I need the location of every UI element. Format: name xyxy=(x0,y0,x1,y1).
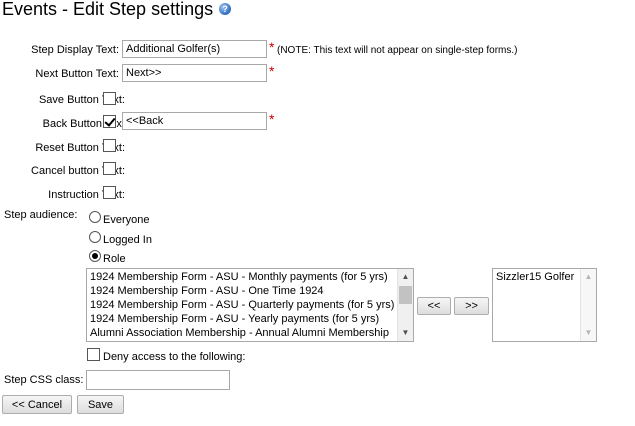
audience-radio-everyone[interactable] xyxy=(89,211,101,223)
cancel-button-text-checkbox[interactable] xyxy=(103,162,116,175)
back-button-text-checkbox[interactable] xyxy=(103,115,116,128)
move-right-button[interactable]: >> xyxy=(454,297,489,315)
next-button-text-label: Next Button Text: xyxy=(35,68,119,80)
list-item[interactable]: Alumni Association Membership - Annual A… xyxy=(90,327,389,339)
step-display-text-label: Step Display Text: xyxy=(31,44,119,56)
reset-button-text-label: Reset Button Text: xyxy=(35,142,125,154)
scroll-down-icon[interactable]: ▼ xyxy=(584,328,593,337)
back-button-text-input[interactable] xyxy=(122,112,267,130)
move-left-button[interactable]: << xyxy=(417,297,451,315)
deny-access-checkbox[interactable] xyxy=(87,348,100,361)
save-button-text-checkbox[interactable] xyxy=(103,92,116,105)
reset-button-text-checkbox[interactable] xyxy=(103,139,116,152)
audience-option-logged-in-label: Logged In xyxy=(103,234,152,246)
audience-radio-logged-in[interactable] xyxy=(89,231,101,243)
step-display-text-note: (NOTE: This text will not appear on sing… xyxy=(277,45,518,56)
next-button-text-required: * xyxy=(269,63,275,79)
help-icon[interactable]: ? xyxy=(219,3,232,15)
deny-access-label: Deny access to the following: xyxy=(103,351,246,363)
list-item[interactable]: 1924 Membership Form - ASU - One Time 19… xyxy=(90,285,324,297)
available-roles-listbox[interactable]: 1924 Membership Form - ASU - Monthly pay… xyxy=(86,268,414,342)
page-title: Events - Edit Step settings? xyxy=(2,0,232,20)
back-button-text-required: * xyxy=(269,111,275,127)
scrollbar-thumb[interactable] xyxy=(399,286,412,304)
audience-option-everyone-label: Everyone xyxy=(103,214,150,226)
step-display-text-required: * xyxy=(269,39,275,55)
audience-option-role-label: Role xyxy=(103,253,126,265)
list-item[interactable]: 1924 Membership Form - ASU - Quarterly p… xyxy=(90,299,395,311)
next-button-text-input[interactable] xyxy=(122,64,267,82)
step-display-text-input[interactable] xyxy=(122,40,267,58)
step-audience-label: Step audience: xyxy=(4,209,78,221)
page-title-text: Events - Edit Step settings xyxy=(2,0,214,19)
cancel-button[interactable]: << Cancel xyxy=(2,395,72,414)
cancel-button-text-label: Cancel button Text: xyxy=(31,165,125,177)
scroll-down-icon[interactable]: ▼ xyxy=(401,328,410,337)
step-css-class-input[interactable] xyxy=(86,370,230,390)
selected-roles-listbox[interactable]: Sizzler15 Golfer ▲ ▼ xyxy=(492,268,597,342)
scroll-up-icon[interactable]: ▲ xyxy=(584,272,593,281)
save-button[interactable]: Save xyxy=(77,395,124,414)
available-roles-scrollbar[interactable]: ▲ ▼ xyxy=(397,269,413,341)
list-item[interactable]: Sizzler15 Golfer xyxy=(496,271,575,283)
audience-radio-role[interactable] xyxy=(89,250,101,262)
step-css-class-label: Step CSS class: xyxy=(4,374,84,386)
scroll-up-icon[interactable]: ▲ xyxy=(401,272,410,281)
list-item[interactable]: 1924 Membership Form - ASU - Monthly pay… xyxy=(90,271,388,283)
list-item[interactable]: 1924 Membership Form - ASU - Yearly paym… xyxy=(90,313,380,325)
instruction-text-checkbox[interactable] xyxy=(103,186,116,199)
selected-roles-scrollbar[interactable]: ▲ ▼ xyxy=(580,269,596,341)
